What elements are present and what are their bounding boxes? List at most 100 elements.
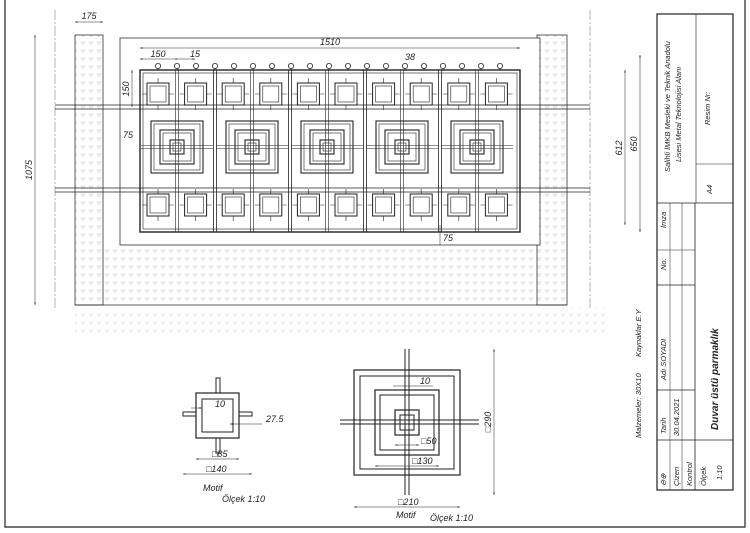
small-motif-inner <box>375 196 392 214</box>
large-motif-square <box>319 139 335 155</box>
dim-row-height: 150 <box>121 81 131 96</box>
top-ball <box>439 63 446 70</box>
large-motif-square <box>453 123 501 171</box>
small-motif-inner <box>412 85 430 103</box>
large-motif-square <box>462 132 492 162</box>
panel-frame-inner <box>142 72 518 230</box>
drawing-title: Duvar üstü parmaklık <box>710 328 721 430</box>
dim-offset-left: 75 <box>123 130 134 140</box>
detail-small-caption: Motif <box>203 483 224 493</box>
large-motif-square <box>303 123 351 171</box>
number-label: No: <box>659 258 668 270</box>
large-motif-square <box>469 139 485 155</box>
small-motif-inner <box>337 196 355 214</box>
detail-large-bar: 10 <box>420 376 430 386</box>
top-ball <box>211 63 218 70</box>
large-motif-square <box>312 132 342 162</box>
large-motif-square <box>459 129 495 165</box>
fence-panel <box>55 63 590 233</box>
dimensions <box>34 21 641 305</box>
large-motif-square <box>153 123 201 171</box>
signature-label: İmza <box>659 212 668 228</box>
paper-size: A4 <box>705 185 714 195</box>
drawing-number-label: Resim Nr: <box>703 92 712 125</box>
title-block <box>656 13 734 491</box>
large-motif-square <box>172 142 182 152</box>
wall <box>54 10 605 333</box>
panel-opening <box>119 37 541 246</box>
large-motif-square <box>169 139 185 155</box>
small-motif-inner <box>187 196 204 214</box>
dim-spacing: 150 <box>150 49 165 59</box>
drawn-label: Çizen <box>672 467 681 486</box>
wall-body <box>103 245 537 305</box>
large-motif-square <box>309 129 345 165</box>
top-ball <box>287 63 294 70</box>
small-motif-inner <box>488 196 505 214</box>
top-ball <box>249 63 256 70</box>
detail-small-bar: 10 <box>215 399 225 409</box>
top-ball <box>458 63 465 70</box>
large-motif-square <box>225 120 279 174</box>
top-ball <box>477 63 484 70</box>
top-ball <box>192 63 199 70</box>
large-motif-square <box>394 139 410 155</box>
small-motif-inner <box>149 196 167 214</box>
dim-pillar-width: 175 <box>81 11 97 21</box>
large-motif-square <box>244 139 260 155</box>
large-motif-square <box>322 142 332 152</box>
detail-large-inner: □50 <box>421 436 436 446</box>
detail-large-motif <box>340 349 495 508</box>
large-motif-square <box>450 120 504 174</box>
checked-label: Kontrol <box>685 462 694 486</box>
top-ball <box>230 63 237 70</box>
dim-total-height: 1075 <box>24 159 34 180</box>
small-motif-inner <box>149 85 167 103</box>
large-motif-square <box>375 120 429 174</box>
detail-small-motif <box>182 377 262 475</box>
detail-large-height: □290 <box>483 412 493 432</box>
dim-inner-height: 612 <box>614 140 624 155</box>
date-value: 30.04.2021 <box>672 398 681 436</box>
detail-large-middle: □130 <box>412 456 432 466</box>
scale-label: Ölçek <box>699 466 708 486</box>
left-pillar <box>74 34 104 306</box>
small-motif-inner <box>450 85 468 103</box>
top-ball <box>173 63 180 70</box>
scale-value: 1:10 <box>715 465 724 480</box>
top-ball <box>363 63 370 70</box>
large-motif-square <box>387 132 417 162</box>
large-motif-square <box>162 132 192 162</box>
right-pillar <box>536 34 568 306</box>
small-motif-inner <box>262 196 280 214</box>
small-motif-inner <box>375 85 392 103</box>
large-motif-square <box>472 142 482 152</box>
ground <box>75 308 605 333</box>
date-label: Tarih <box>659 418 668 434</box>
large-motif-square <box>234 129 270 165</box>
top-ball <box>344 63 351 70</box>
top-ball <box>401 63 408 70</box>
sheet-border <box>4 0 746 528</box>
large-motif-square <box>300 120 354 174</box>
department-name: Lisesi Metal Teknolojisi Alanı <box>674 67 683 162</box>
large-motif-square <box>247 142 257 152</box>
large-motif-square <box>228 123 276 171</box>
top-ball <box>154 63 161 70</box>
projection-symbol: ⊖⊕ <box>659 473 668 486</box>
detail-small-inner: □85 <box>212 449 228 459</box>
materials-note: Malzemeler: 30X10 <box>634 373 643 438</box>
dim-ball: 38 <box>405 52 415 62</box>
detail-large-outer: □210 <box>398 497 418 507</box>
small-motif-inner <box>300 85 317 103</box>
top-ball <box>496 63 503 70</box>
dim-panel-width: 1510 <box>320 37 340 47</box>
large-motif-square <box>237 132 267 162</box>
detail-large-caption: Motif <box>396 510 417 520</box>
large-motif-square <box>150 120 204 174</box>
dim-gap: 15 <box>190 49 201 59</box>
name-label: Adı SOYADI <box>659 339 668 381</box>
dim-panel-height: 650 <box>629 136 639 151</box>
top-ball <box>325 63 332 70</box>
